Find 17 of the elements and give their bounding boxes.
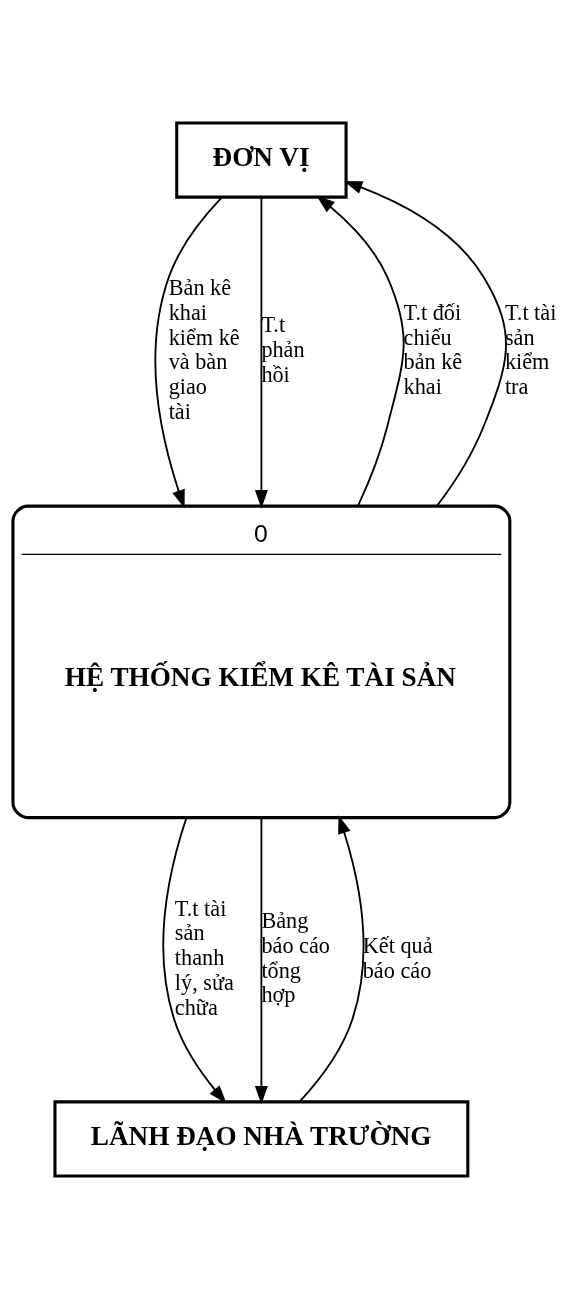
node-box: LÃNH ĐẠO NHÀ TRƯỜNG [53,1099,470,1178]
edge-label: T.t tài sản kiểm tra [504,299,557,399]
arrow [254,195,268,508]
node-box: ĐƠN VỊ [175,120,348,199]
edge-label: T.t đối chiếu bản kê khai [403,299,463,399]
edge-label: Bản kê khai kiểm kê và bàn giao tài [168,274,240,424]
edge-label: T.t tài sản thanh lý, sửa chữa [174,895,234,1020]
arrow [162,816,227,1104]
arrow [316,195,405,507]
edge-label: Kết quả báo cáo [362,932,433,983]
arrow [343,180,507,507]
edge-label: T.t phản hồi [261,311,305,387]
arrow [254,816,268,1104]
arrow [298,814,365,1103]
arrow [154,196,223,508]
edge-label: Bảng báo cáo tổng hợp [261,907,330,1007]
node-box: 0 HỆ THỐNG KIỂM KÊ TÀI SẢN [11,504,512,819]
